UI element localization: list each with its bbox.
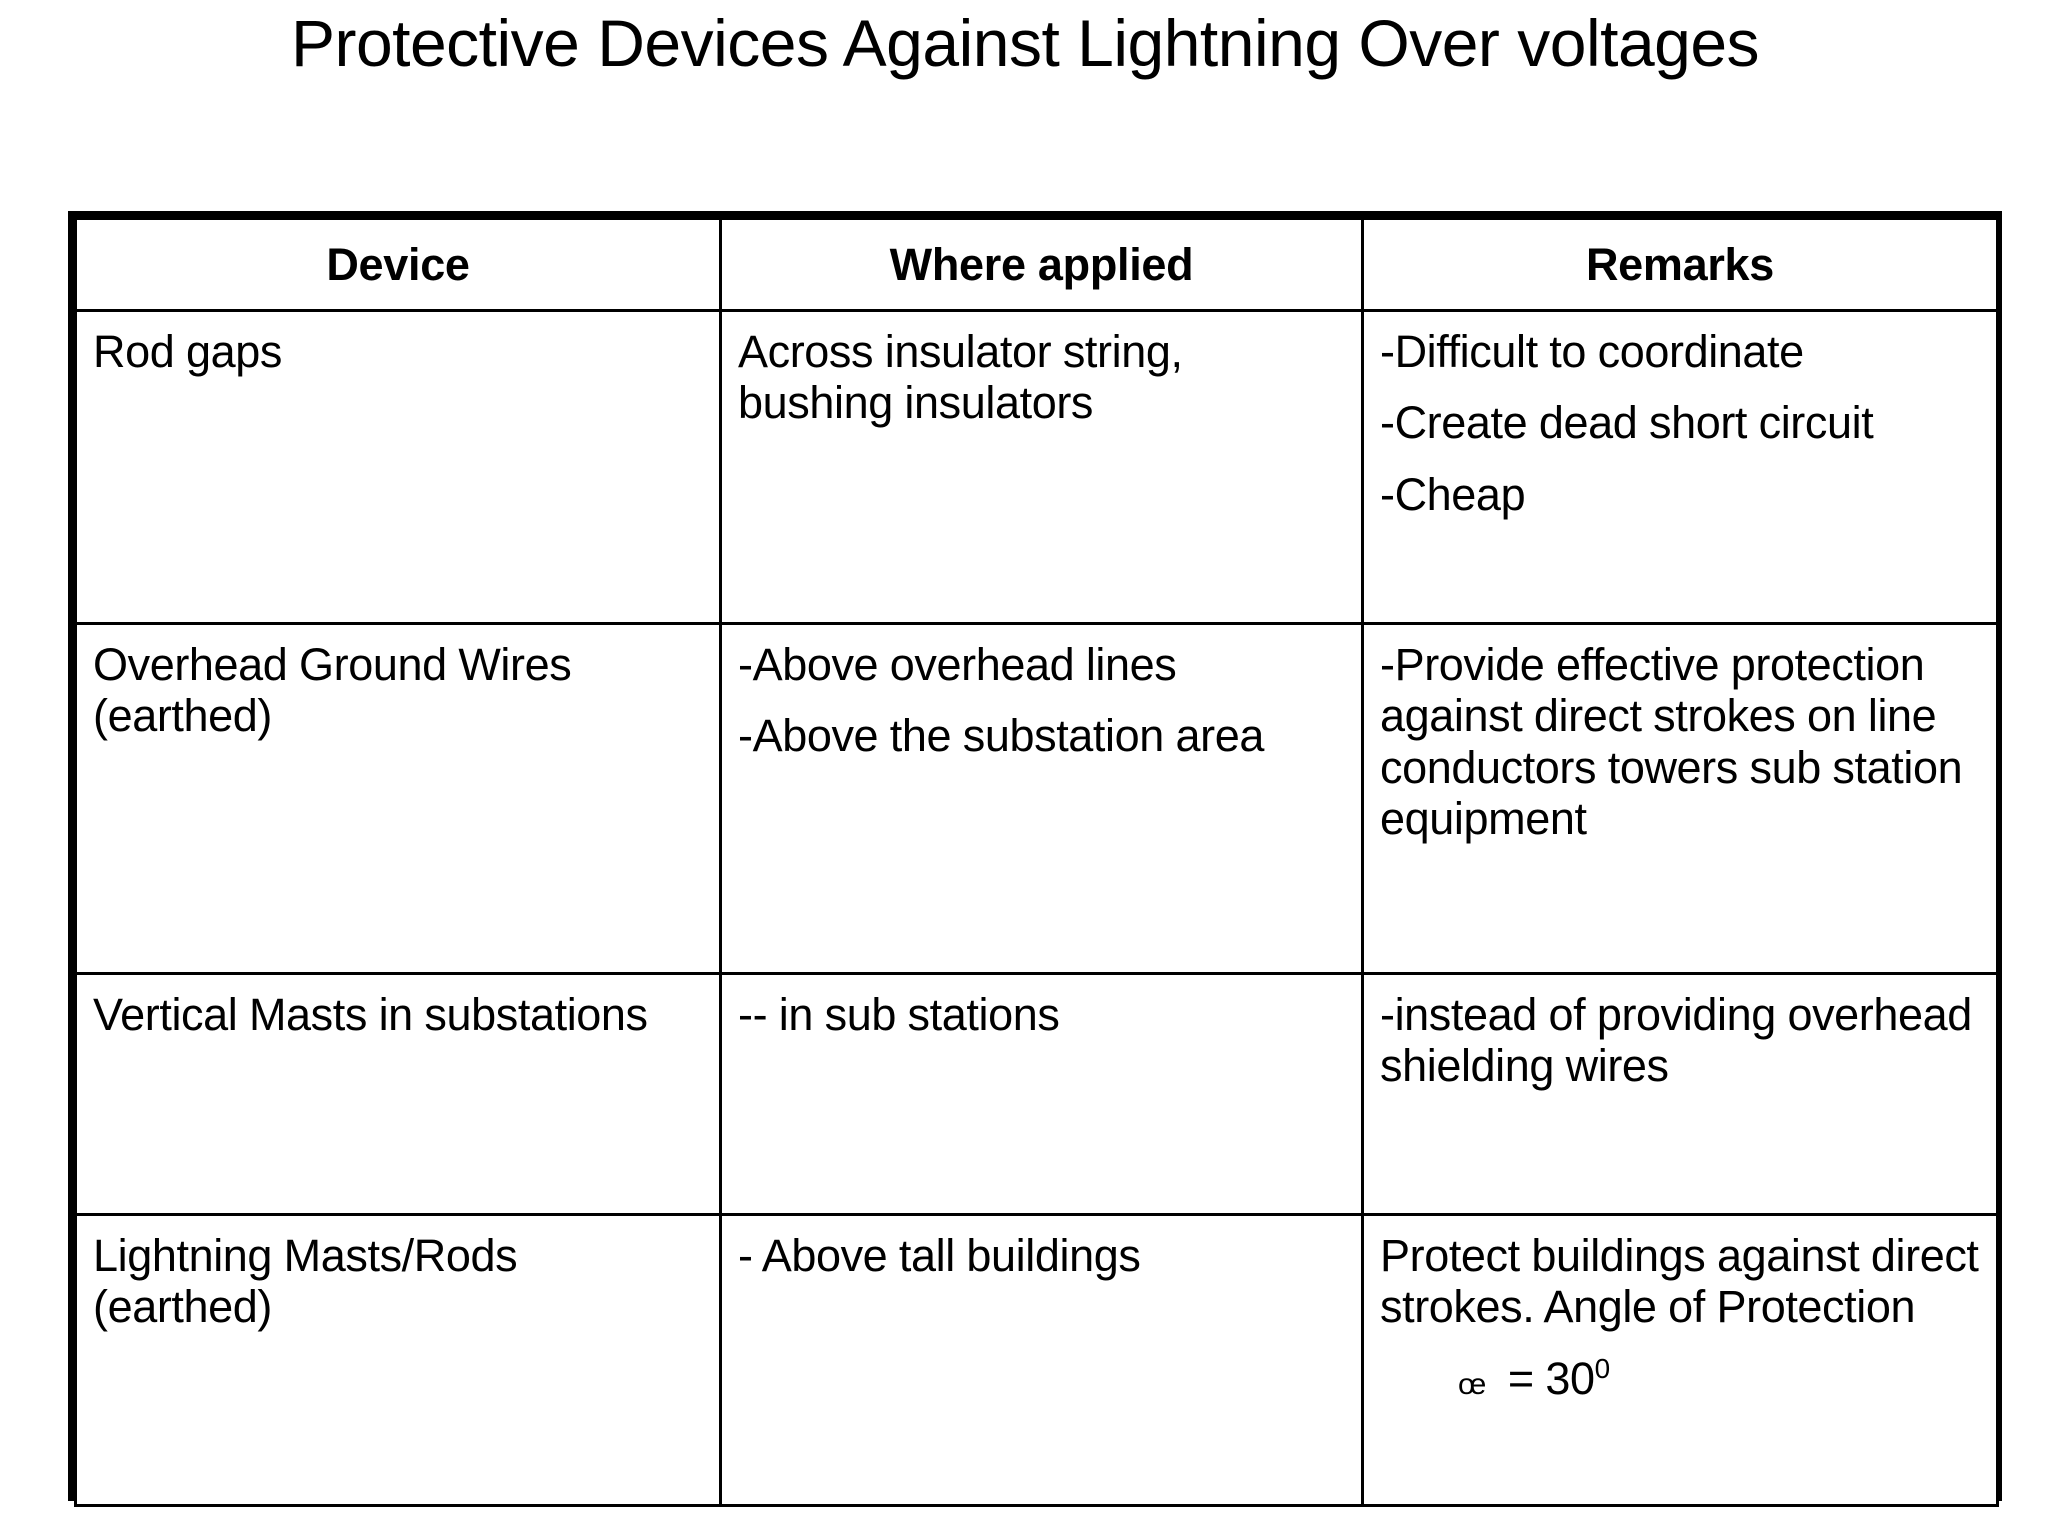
- table-header: Device Where applied Remarks: [74, 217, 1999, 312]
- table-row: Rod gaps Across insulator string, bushin…: [74, 309, 1999, 625]
- angle-symbol: œ: [1458, 1367, 1486, 1401]
- device-text: Lightning Masts/Rods (earthed): [93, 1230, 518, 1333]
- cell-remarks: -instead of providing overhead shielding…: [1361, 972, 1999, 1216]
- remark-item: -Difficult to coordinate: [1380, 326, 1804, 377]
- remarks-text: Protect buildings against direct strokes…: [1364, 1216, 1996, 1414]
- table-body: Rod gaps Across insulator string, bushin…: [74, 309, 1999, 1507]
- where-applied-text: -Above overhead lines -Above the substat…: [722, 625, 1361, 772]
- cell-device: Lightning Masts/Rods (earthed): [74, 1213, 722, 1507]
- table-row: Vertical Masts in substations -- in sub …: [74, 972, 1999, 1216]
- table-row: Lightning Masts/Rods (earthed) - Above t…: [74, 1213, 1999, 1507]
- cell-remarks: -Difficult to coordinate -Create dead sh…: [1361, 309, 1999, 625]
- device-text: Vertical Masts in substations: [93, 989, 648, 1040]
- device-text: Overhead Ground Wires (earthed): [93, 639, 572, 742]
- angle-of-protection-line: œ = 300: [1380, 1353, 1980, 1404]
- remark-item: -Create dead short circuit: [1380, 397, 1874, 449]
- page-title: Protective Devices Against Lightning Ove…: [290, 6, 1760, 80]
- remarks-paragraph: Protect buildings against direct strokes…: [1380, 1230, 1979, 1333]
- protective-devices-table: Device Where applied Remarks Rod gaps Ac…: [74, 217, 1999, 1507]
- remark-item: -Cheap: [1380, 468, 1526, 520]
- remarks-text: -Difficult to coordinate -Create dead sh…: [1364, 312, 1996, 530]
- cell-where-applied: Across insulator string, bushing insulat…: [719, 309, 1364, 625]
- column-header-device: Device: [74, 217, 722, 312]
- cell-device: Vertical Masts in substations: [74, 972, 722, 1216]
- cell-device: Rod gaps: [74, 309, 722, 625]
- cell-device: Overhead Ground Wires (earthed): [74, 622, 722, 975]
- where-applied-text: - Above tall buildings: [738, 1230, 1141, 1281]
- cell-remarks: -Provide effective protection against di…: [1361, 622, 1999, 975]
- cell-where-applied: -Above overhead lines -Above the substat…: [719, 622, 1364, 975]
- where-applied-text: -- in sub stations: [738, 989, 1060, 1040]
- remarks-text: -instead of providing overhead shielding…: [1380, 989, 1972, 1092]
- table-row: Overhead Ground Wires (earthed) -Above o…: [74, 622, 1999, 975]
- remarks-text: -Provide effective protection against di…: [1380, 639, 1963, 844]
- where-item: -Above the substation area: [738, 710, 1264, 762]
- column-header-where-applied: Where applied: [719, 217, 1364, 312]
- where-item: -Above overhead lines: [738, 639, 1177, 690]
- device-text: Rod gaps: [93, 326, 282, 377]
- table-header-row: Device Where applied Remarks: [74, 217, 1999, 312]
- protective-devices-table-wrapper: Device Where applied Remarks Rod gaps Ac…: [68, 211, 2002, 1507]
- cell-where-applied: - Above tall buildings: [719, 1213, 1364, 1507]
- column-header-remarks: Remarks: [1361, 217, 1999, 312]
- angle-equals-value: = 30: [1507, 1352, 1595, 1404]
- degree-superscript: 0: [1594, 1352, 1611, 1384]
- cell-where-applied: -- in sub stations: [719, 972, 1364, 1216]
- cell-remarks: Protect buildings against direct strokes…: [1361, 1213, 1999, 1507]
- where-applied-text: Across insulator string, bushing insulat…: [738, 326, 1183, 429]
